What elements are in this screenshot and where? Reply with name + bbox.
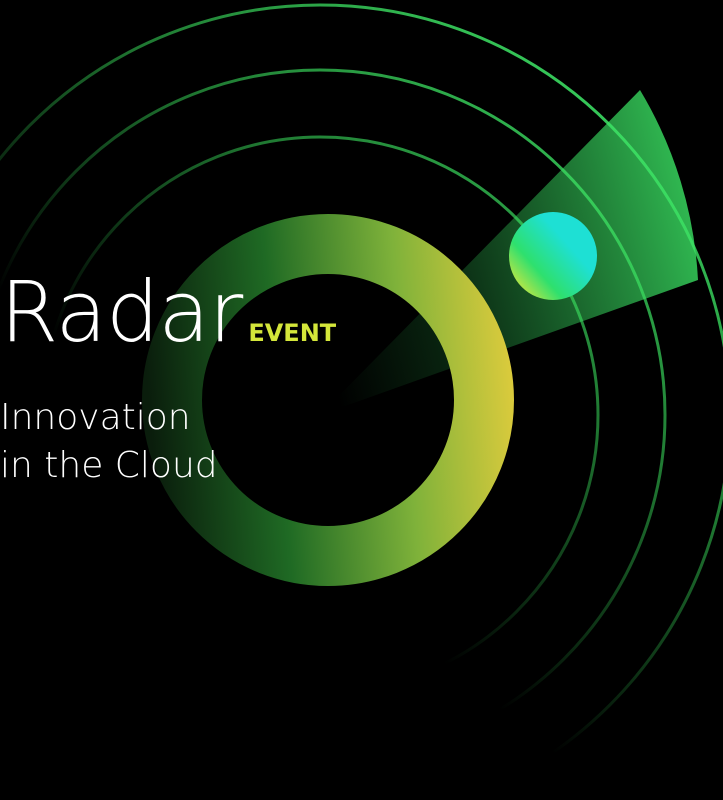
- tagline-line-2: in the Cloud: [0, 445, 218, 486]
- tagline-line-1: Innovation: [0, 397, 191, 438]
- radar-blip-dot: [509, 212, 597, 300]
- tagline: Innovation in the Cloud: [0, 394, 218, 490]
- brand-event-tag: EVENT: [248, 319, 337, 347]
- radar-arc-outer: [0, 3, 723, 800]
- radar-arc-second: [40, 135, 600, 695]
- radar-arc-third: [0, 68, 667, 762]
- radar-sweep-wedge: [320, 90, 698, 415]
- radar-center-ring: [142, 214, 514, 586]
- brand-title: Radar: [0, 263, 243, 361]
